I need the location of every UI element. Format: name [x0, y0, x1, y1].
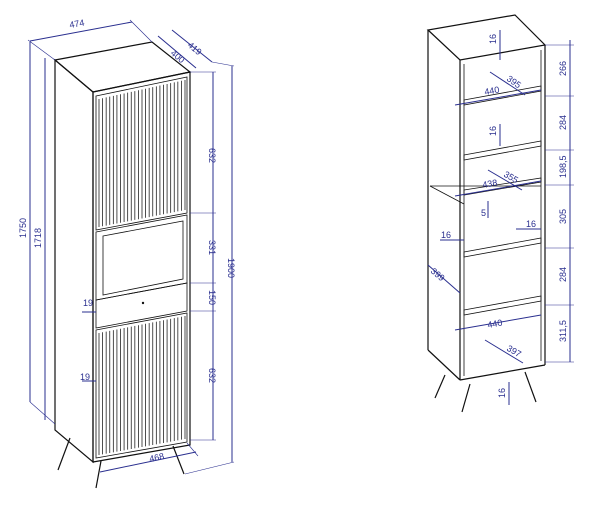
dim-305: 305	[558, 209, 568, 224]
dim-311-5: 311,5	[558, 320, 568, 342]
dim-1750: 1750	[18, 218, 28, 238]
dim-468: 468	[148, 451, 165, 464]
left-dimension-lines	[27, 19, 235, 475]
cabinet-side-face	[54, 58, 94, 464]
dim-395: 395	[505, 73, 523, 90]
glass-shelf	[463, 177, 542, 196]
cabinet-front-face	[92, 71, 191, 463]
lower-door	[95, 312, 188, 459]
dim-150: 150	[207, 290, 217, 305]
leg	[461, 383, 471, 413]
dim-632-upper: 632	[207, 148, 217, 163]
dim-355: 355	[502, 169, 520, 185]
leg	[172, 445, 185, 475]
shelf-unit-bottom-left	[427, 349, 461, 381]
upper-door-ribs	[98, 80, 186, 227]
shelf-unit-top	[426, 14, 547, 61]
shelf-unit-bottom	[459, 364, 546, 381]
upper-door	[95, 76, 188, 231]
shelf-board	[463, 295, 542, 316]
dim-438: 438	[482, 178, 499, 190]
cabinet-closed-view	[53, 41, 192, 489]
right-dimension-lines	[427, 30, 574, 405]
leg	[95, 460, 102, 489]
dim-474: 474	[69, 18, 86, 30]
shelves	[463, 85, 542, 316]
dim-284-lower: 284	[558, 267, 568, 282]
dim-5: 5	[481, 208, 486, 218]
dim-284-upper: 284	[558, 115, 568, 130]
shelf-board	[463, 237, 542, 258]
shelf-board	[463, 85, 542, 106]
shelf-board	[463, 140, 542, 161]
dim-400: 400	[169, 48, 187, 65]
lower-door-ribs	[98, 316, 186, 455]
dim-19-top: 19	[83, 298, 93, 308]
leg	[434, 374, 446, 399]
leg	[57, 437, 71, 471]
dim-16-left: 16	[441, 230, 451, 240]
dim-397: 397	[505, 343, 523, 359]
dim-16-right: 16	[526, 219, 536, 229]
dim-1900: 1900	[226, 258, 236, 278]
cabinet-top-face	[53, 41, 192, 93]
dim-198-5: 198,5	[558, 155, 568, 178]
cabinet-open-view	[426, 14, 547, 413]
dim-632-lower: 632	[207, 368, 217, 383]
dim-16-mid: 16	[488, 126, 498, 136]
dim-440-bottom: 440	[487, 318, 504, 330]
glass-niche-inner	[102, 220, 184, 296]
drawer-knob	[141, 301, 145, 305]
dim-440-top: 440	[484, 85, 501, 97]
dim-1718: 1718	[33, 228, 43, 248]
dim-16-top: 16	[488, 34, 498, 44]
dim-331: 331	[207, 240, 217, 255]
dim-266: 266	[558, 61, 568, 76]
drawer-front	[95, 282, 188, 329]
dim-19-bottom: 19	[80, 372, 90, 382]
dim-419: 419	[186, 40, 204, 57]
dim-16-bottom: 16	[497, 388, 507, 398]
leg	[524, 371, 537, 403]
